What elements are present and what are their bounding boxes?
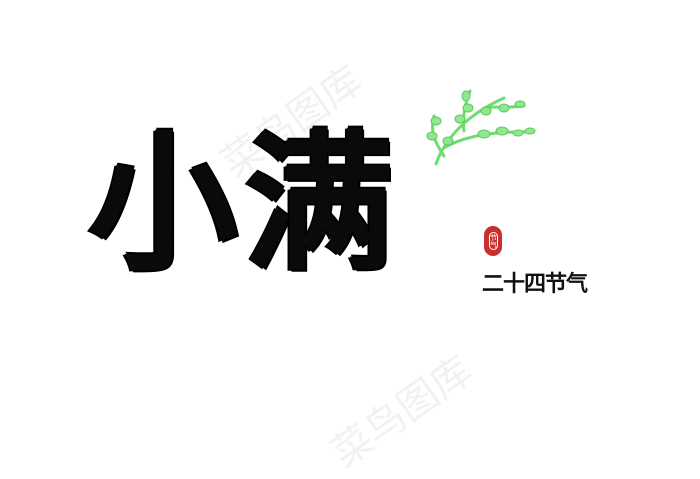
red-seal: 节气: [484, 226, 502, 256]
watermark: 菜鸟图库: [323, 347, 482, 478]
seal-text: 节气: [488, 232, 498, 250]
green-sprig-illustration: [426, 89, 536, 166]
calligraphy-title: 小满: [88, 118, 401, 292]
subtitle: 二十四节气: [482, 272, 588, 297]
